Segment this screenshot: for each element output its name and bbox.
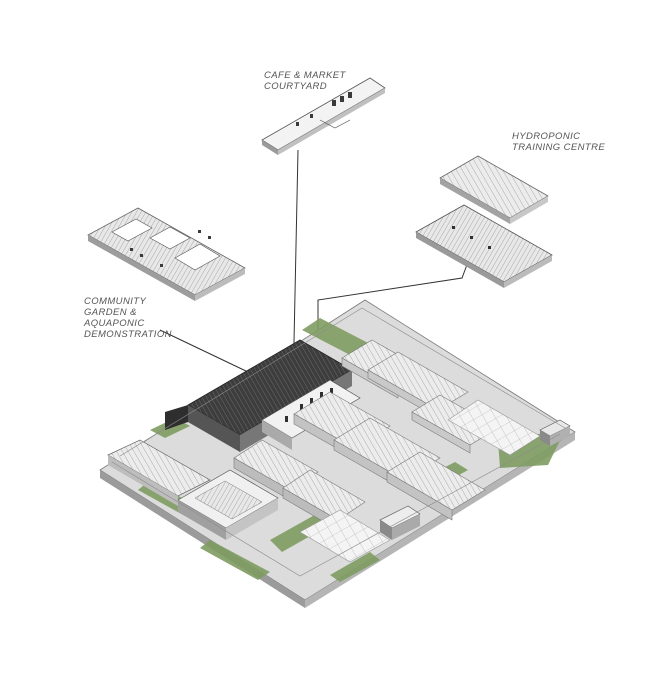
cafe-market-plan [261,77,386,155]
bottom-field [299,509,391,563]
bottom-building [379,505,421,540]
label-community-line-3: AQUAPONIC [84,318,145,329]
label-hydroponic-training-centre: HYDROPONIC TRAINING CENTRE [512,131,605,153]
label-community-garden: COMMUNITY GARDEN & AQUAPONIC DEMONSTRATI… [84,296,172,340]
label-community-line-4: DEMONSTRATION [84,329,172,340]
label-cafe-line-2: COURTYARD [264,81,328,92]
aquaponic-block [177,469,279,540]
community-garden-plan [87,207,246,301]
main-site-model [99,299,576,608]
label-community-line-1: COMMUNITY [84,296,147,307]
label-hydroponic-line-2: TRAINING CENTRE [512,142,606,153]
hydroponic-plans [415,155,553,288]
label-cafe-line-1: CAFE & MARKET [264,70,346,81]
label-community-line-2: GARDEN & [84,307,137,318]
label-cafe-market-courtyard: CAFE & MARKET COURTYARD [264,70,346,92]
label-hydroponic-line-1: HYDROPONIC [512,131,581,142]
storage-building [539,419,571,446]
right-field [447,399,541,456]
site-paths [111,307,566,577]
